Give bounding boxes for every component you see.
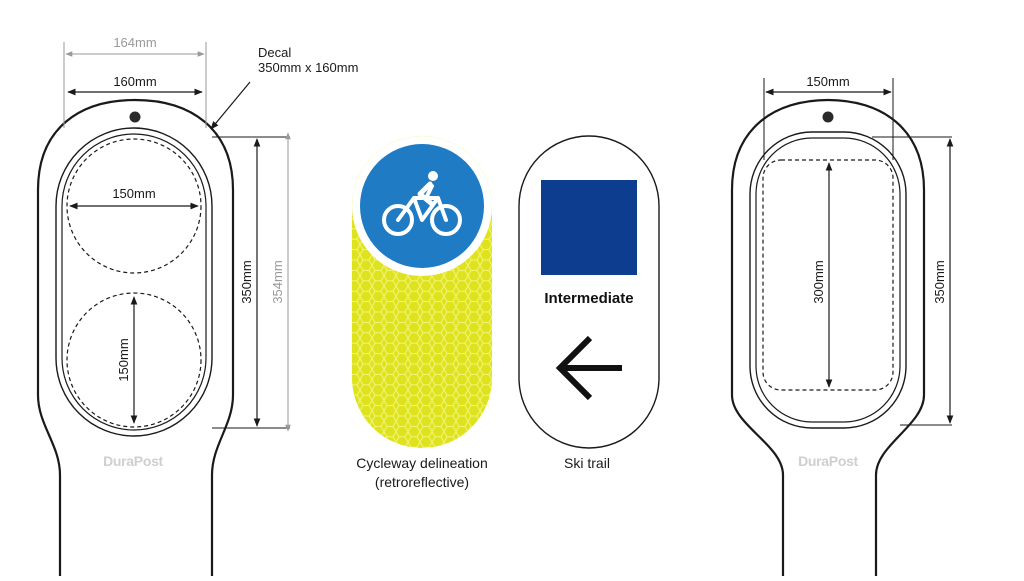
cycleway-blue-disc: [360, 144, 484, 268]
ski-caption: Ski trail: [564, 455, 610, 471]
dim-inner-height: 350mm: [239, 260, 254, 303]
decal-size-label: 350mm x 160mm: [258, 60, 358, 75]
dim-circle-height: 150mm: [116, 338, 131, 381]
cycleway-caption-sub: (retroreflective): [375, 474, 469, 490]
difficulty-square: [541, 180, 637, 275]
right-post-outline: [730, 98, 926, 576]
bicycle-icon: [382, 171, 462, 236]
right-decal-outline: [749, 131, 907, 429]
difficulty-label: Intermediate: [544, 290, 633, 307]
cycleway-sign: Cycleway delineation (retroreflective): [352, 136, 492, 490]
left-post: 164mm 160mm Decal 350mm x 160mm 150mm 15…: [36, 35, 358, 576]
cycleway-caption: Cycleway delineation: [356, 455, 488, 471]
brand-logo: DuraPost: [103, 453, 163, 469]
right-post: 150mm 300mm 350mm DuraPost: [730, 74, 954, 576]
dim-right-inner-height: 300mm: [811, 260, 826, 303]
right-post-mount-hole: [822, 111, 834, 123]
ski-trail-sign: Intermediate Ski trail: [518, 135, 660, 471]
decal-leader: [210, 81, 251, 130]
right-decal-inner-outline: [755, 137, 901, 423]
left-decal-outline: [55, 127, 213, 437]
decal-label: Decal: [258, 45, 291, 60]
right-print-area: [762, 159, 894, 391]
arrow-left-icon: [555, 335, 622, 401]
left-circle-bottom: [66, 292, 202, 428]
left-decal-inner-outline: [61, 133, 207, 431]
dim-right-width: 150mm: [806, 74, 849, 89]
left-circle-top: [66, 138, 202, 274]
dim-right-height: 350mm: [932, 260, 947, 303]
left-post-outline: [36, 98, 235, 576]
dim-inner-width: 160mm: [113, 74, 156, 89]
dim-outer-width: 164mm: [113, 35, 156, 50]
dim-circle-width: 150mm: [112, 186, 155, 201]
left-post-mount-hole: [129, 111, 141, 123]
dim-outer-height: 354mm: [270, 260, 285, 303]
brand-logo: DuraPost: [798, 453, 858, 469]
